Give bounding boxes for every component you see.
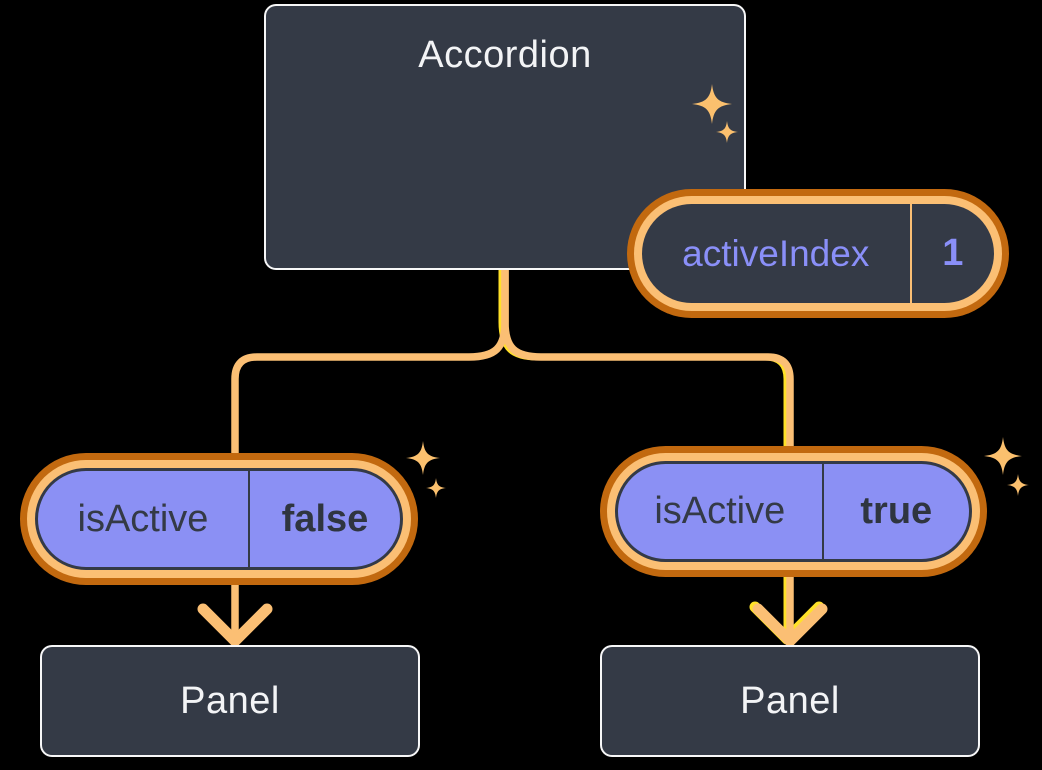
arrow-down-right-icon [752,603,828,647]
prop-pill-isactive-false: isActive false [20,453,418,585]
prop-value: true [860,490,933,532]
component-node-accordion: Accordion activeIndex 1 [264,4,1009,318]
prop-label: isActive [654,490,786,532]
component-title: Panel [740,679,840,722]
component-node-panel-left: Panel [40,645,420,757]
pill-divider [247,471,250,567]
pill-divider [909,204,912,303]
state-pill: activeIndex 1 [627,189,1009,318]
state-value: 1 [942,232,964,274]
connector-branches [197,266,828,647]
component-title: Panel [180,679,280,722]
prop-pill-isactive-true: isActive true [600,446,987,577]
prop-label: isActive [77,497,209,540]
arrow-down-left-icon [197,603,273,647]
state-label: activeIndex [682,232,870,274]
component-title: Accordion [418,34,592,76]
prop-value: false [281,497,369,540]
component-node-panel-right: Panel [600,645,980,757]
pill-divider [821,464,824,559]
